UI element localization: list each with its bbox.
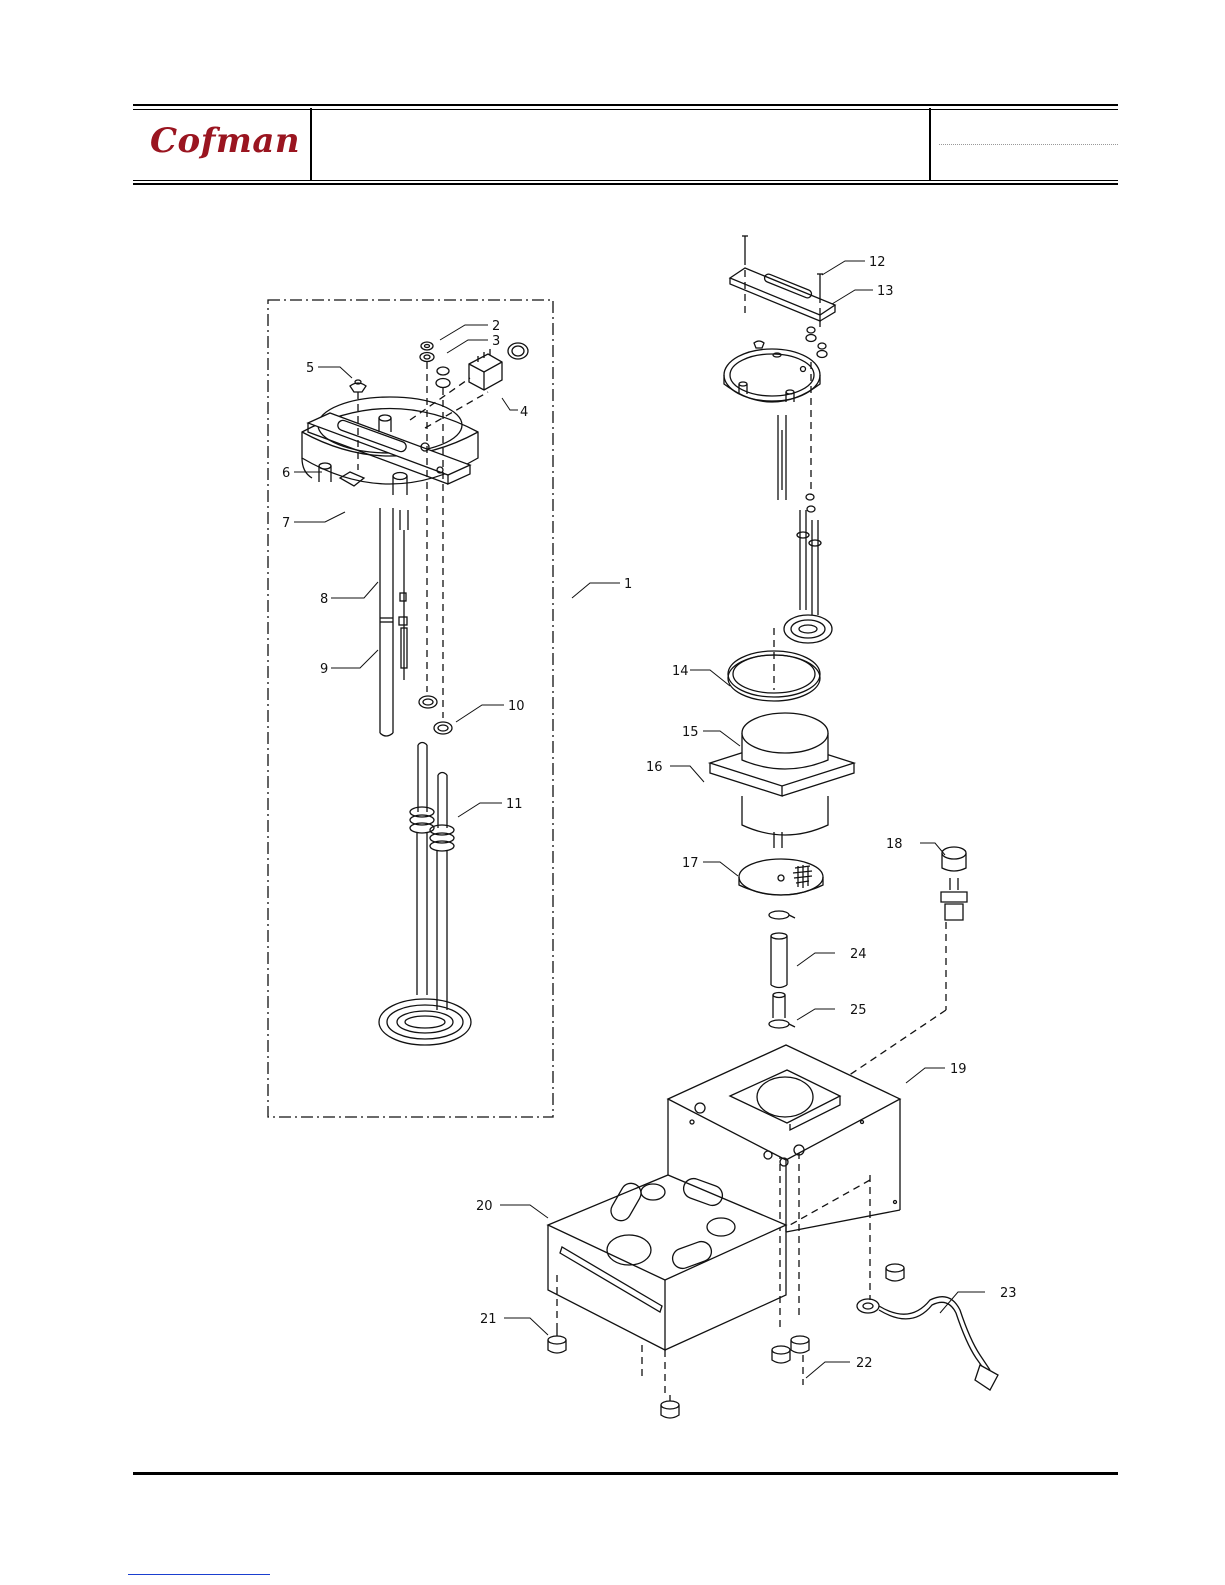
callout-13: 13 [877, 284, 894, 299]
heating-element-right [784, 510, 832, 643]
callout-10: 10 [508, 699, 525, 714]
lower-cabinet [548, 1175, 786, 1350]
footer-link-underline[interactable] [128, 1574, 270, 1575]
lid-plate-left [302, 397, 478, 495]
bracket-right [730, 236, 835, 321]
filter-disc [739, 859, 823, 895]
footer-rule [133, 1472, 1118, 1475]
fitting-cap [941, 847, 967, 920]
callout-14: 14 [672, 664, 689, 679]
adjustable-feet [548, 1264, 904, 1418]
water-tank [710, 713, 854, 848]
callout-11: 11 [506, 797, 523, 812]
callout-21: 21 [480, 1312, 497, 1327]
callout-23: 23 [1000, 1286, 1017, 1301]
callout-5: 5 [306, 361, 314, 376]
callout-18: 18 [886, 837, 903, 852]
hose-and-clamps [769, 911, 795, 1028]
callout-3: 3 [492, 334, 500, 349]
callout-8: 8 [320, 592, 328, 607]
callout-20: 20 [476, 1199, 493, 1214]
callout-22: 22 [856, 1356, 873, 1371]
callout-4: 4 [520, 405, 528, 420]
callout-6: 6 [282, 466, 290, 481]
probe-tube-left [380, 508, 408, 736]
small-parts-left [350, 342, 528, 734]
callout-2: 2 [492, 319, 500, 334]
callout-17: 17 [682, 856, 699, 871]
callout-12: 12 [869, 255, 886, 270]
callout-15: 15 [682, 725, 699, 740]
callout-25: 25 [850, 1003, 867, 1018]
callout-16: 16 [646, 760, 663, 775]
heating-element-left [379, 743, 471, 1046]
callout-7: 7 [282, 516, 290, 531]
callout-1: 1 [624, 577, 632, 592]
callout-9: 9 [320, 662, 328, 677]
power-cable [857, 1297, 998, 1390]
callout-24: 24 [850, 947, 867, 962]
callout-19: 19 [950, 1062, 967, 1077]
